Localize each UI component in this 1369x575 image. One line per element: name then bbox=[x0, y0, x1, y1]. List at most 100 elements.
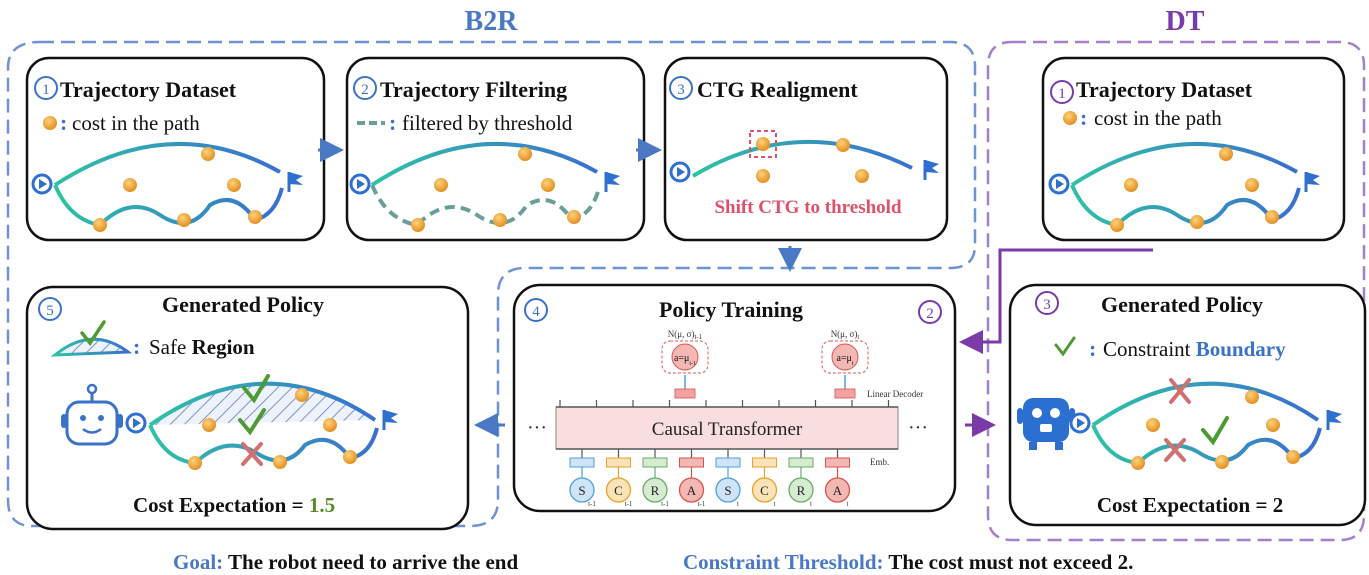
dt-panel-1-title: Trajectory Dataset bbox=[1076, 77, 1253, 102]
coin-icon bbox=[1245, 178, 1259, 192]
token-subscript: t-1 bbox=[661, 500, 669, 508]
token-letter: A bbox=[833, 483, 843, 498]
token-node bbox=[642, 477, 668, 503]
token-letter: C bbox=[614, 483, 623, 498]
embedding-label: Emb. bbox=[870, 457, 889, 467]
b2r-header: B2R bbox=[465, 6, 519, 37]
goal-flag-icon bbox=[1326, 410, 1342, 430]
coin-icon bbox=[1190, 215, 1204, 229]
token-node bbox=[678, 477, 705, 503]
embedding-box bbox=[715, 457, 741, 468]
coin-icon bbox=[836, 138, 850, 152]
dt-policy-title: Generated Policy bbox=[1101, 292, 1263, 317]
coin-icon bbox=[202, 418, 216, 432]
ellipsis-right: ··· bbox=[908, 417, 928, 439]
coin-icon bbox=[411, 218, 425, 232]
linear-decoder-right bbox=[834, 388, 856, 399]
goal-flag-icon bbox=[923, 160, 939, 180]
svg-text:1: 1 bbox=[42, 82, 50, 98]
causal-transformer-block bbox=[555, 406, 899, 450]
legend-colon: : bbox=[60, 110, 67, 135]
footer-goal: Goal: The robot need to arrive the end bbox=[173, 550, 518, 574]
coin-icon bbox=[227, 178, 241, 192]
token-subscript: t bbox=[847, 500, 849, 508]
token-node bbox=[569, 477, 595, 503]
cross-icon bbox=[241, 442, 263, 466]
goal-flag-icon bbox=[604, 172, 620, 192]
coin-icon bbox=[177, 213, 191, 227]
token-node bbox=[788, 477, 814, 503]
panel-b2r-generated-policy: 5 Generated Policy : Safe Region bbox=[25, 285, 470, 531]
panel-3-title: CTG Realigment bbox=[697, 77, 858, 102]
coin-icon bbox=[1266, 418, 1280, 432]
token-letter: C bbox=[760, 483, 769, 498]
robot-face-icon bbox=[61, 383, 123, 446]
footer-threshold: Constraint Threshold: The cost must not … bbox=[683, 550, 1133, 574]
step-1-badge bbox=[1050, 80, 1074, 104]
token-node bbox=[715, 477, 741, 503]
dt-policy-legend: Constraint Boundary bbox=[1103, 337, 1286, 361]
coin-icon bbox=[201, 147, 215, 161]
coin-icon bbox=[188, 456, 202, 470]
goal-flag-icon bbox=[382, 410, 398, 430]
check-icon bbox=[242, 374, 270, 404]
b2r-region-border bbox=[6, 40, 977, 528]
coin-icon bbox=[518, 147, 532, 161]
coin-icon bbox=[541, 178, 555, 192]
action-node-left bbox=[671, 343, 699, 371]
token-node bbox=[605, 477, 632, 503]
svg-text:4: 4 bbox=[532, 304, 540, 320]
step-4-badge bbox=[524, 298, 548, 322]
coin-icon bbox=[493, 213, 507, 227]
panel-5-cost: Cost Expectation = 1.5 bbox=[133, 493, 335, 517]
panel-2-legend: filtered by threshold bbox=[402, 111, 573, 135]
goal-flag-icon bbox=[1304, 172, 1320, 192]
panel-1-legend: cost in the path bbox=[72, 111, 200, 135]
token-node bbox=[751, 477, 778, 503]
action-node-right bbox=[831, 343, 859, 371]
start-play-icon bbox=[1069, 412, 1091, 434]
token-subscript: t-1 bbox=[625, 500, 633, 508]
panel-dt-generated-policy: 3 Generated Policy : Constraint Boundary bbox=[1008, 283, 1367, 527]
token-subscript: t bbox=[810, 500, 812, 508]
embedding-box bbox=[642, 457, 668, 468]
coin-icon bbox=[756, 169, 770, 183]
embedding-box bbox=[569, 457, 595, 468]
shifted-ctg-marker bbox=[749, 130, 777, 158]
start-play-icon bbox=[31, 173, 53, 195]
causal-transformer-label: Causal Transformer bbox=[652, 419, 803, 440]
dt-region-border bbox=[986, 40, 1366, 542]
check-icon bbox=[1201, 416, 1229, 446]
coin-icon bbox=[1265, 210, 1279, 224]
panel-4-title: Policy Training bbox=[659, 297, 803, 322]
token-letter: R bbox=[651, 483, 660, 498]
coin-icon bbox=[295, 388, 309, 402]
dt-step-2-badge bbox=[918, 300, 942, 324]
dt-policy-cost: Cost Expectation = 2 bbox=[1097, 493, 1283, 517]
panel-2-title: Trajectory Filtering bbox=[380, 77, 567, 102]
svg-text:3: 3 bbox=[677, 82, 685, 98]
coin-icon bbox=[1131, 456, 1145, 470]
step-5-badge bbox=[38, 297, 62, 321]
linear-decoder-left bbox=[674, 388, 696, 399]
panel-dt-trajectory-dataset: 1 Trajectory Dataset : cost in the path bbox=[1041, 56, 1346, 242]
step-3-badge bbox=[1035, 291, 1059, 315]
svg-text:1: 1 bbox=[1058, 86, 1066, 102]
goal-flag-icon bbox=[287, 172, 303, 192]
legend-colon: : bbox=[389, 110, 396, 135]
panel-5-title: Generated Policy bbox=[162, 292, 324, 317]
embedding-box bbox=[788, 457, 814, 468]
start-play-icon bbox=[1048, 173, 1070, 195]
token-letter: R bbox=[797, 483, 806, 498]
coin-icon bbox=[323, 418, 337, 432]
coin-icon bbox=[434, 178, 448, 192]
svg-text:2: 2 bbox=[361, 82, 369, 98]
coin-icon bbox=[248, 210, 262, 224]
token-letter: S bbox=[724, 483, 731, 498]
token-subscript: t-1 bbox=[588, 500, 596, 508]
distribution-label-left: N(μ, σ)t-1 bbox=[668, 329, 703, 341]
action-label-left: a=μt-1 bbox=[674, 353, 696, 367]
coin-icon bbox=[1219, 147, 1233, 161]
